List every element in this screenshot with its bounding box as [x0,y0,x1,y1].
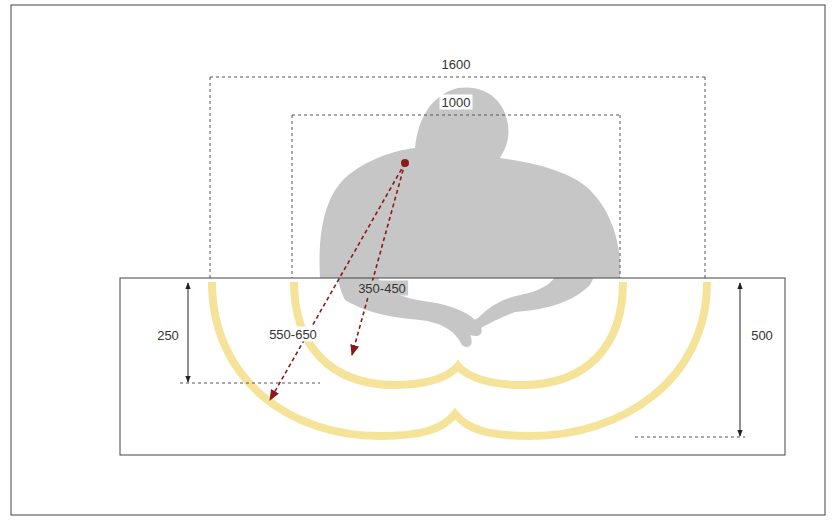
table-outline [120,278,785,455]
dimension-guides [180,77,745,437]
frame [11,5,825,515]
dimension-label: 250 [155,328,181,343]
dimension-label: 1000 [440,95,473,110]
dimension-label: 550-650 [267,327,319,342]
dimension-arrows [188,283,740,436]
dimension-label: 500 [749,328,775,343]
reach-zones [212,282,707,436]
shoulder-point [401,159,409,167]
dimension-label: 350-450 [356,281,408,296]
dimension-label: 1600 [440,57,473,72]
